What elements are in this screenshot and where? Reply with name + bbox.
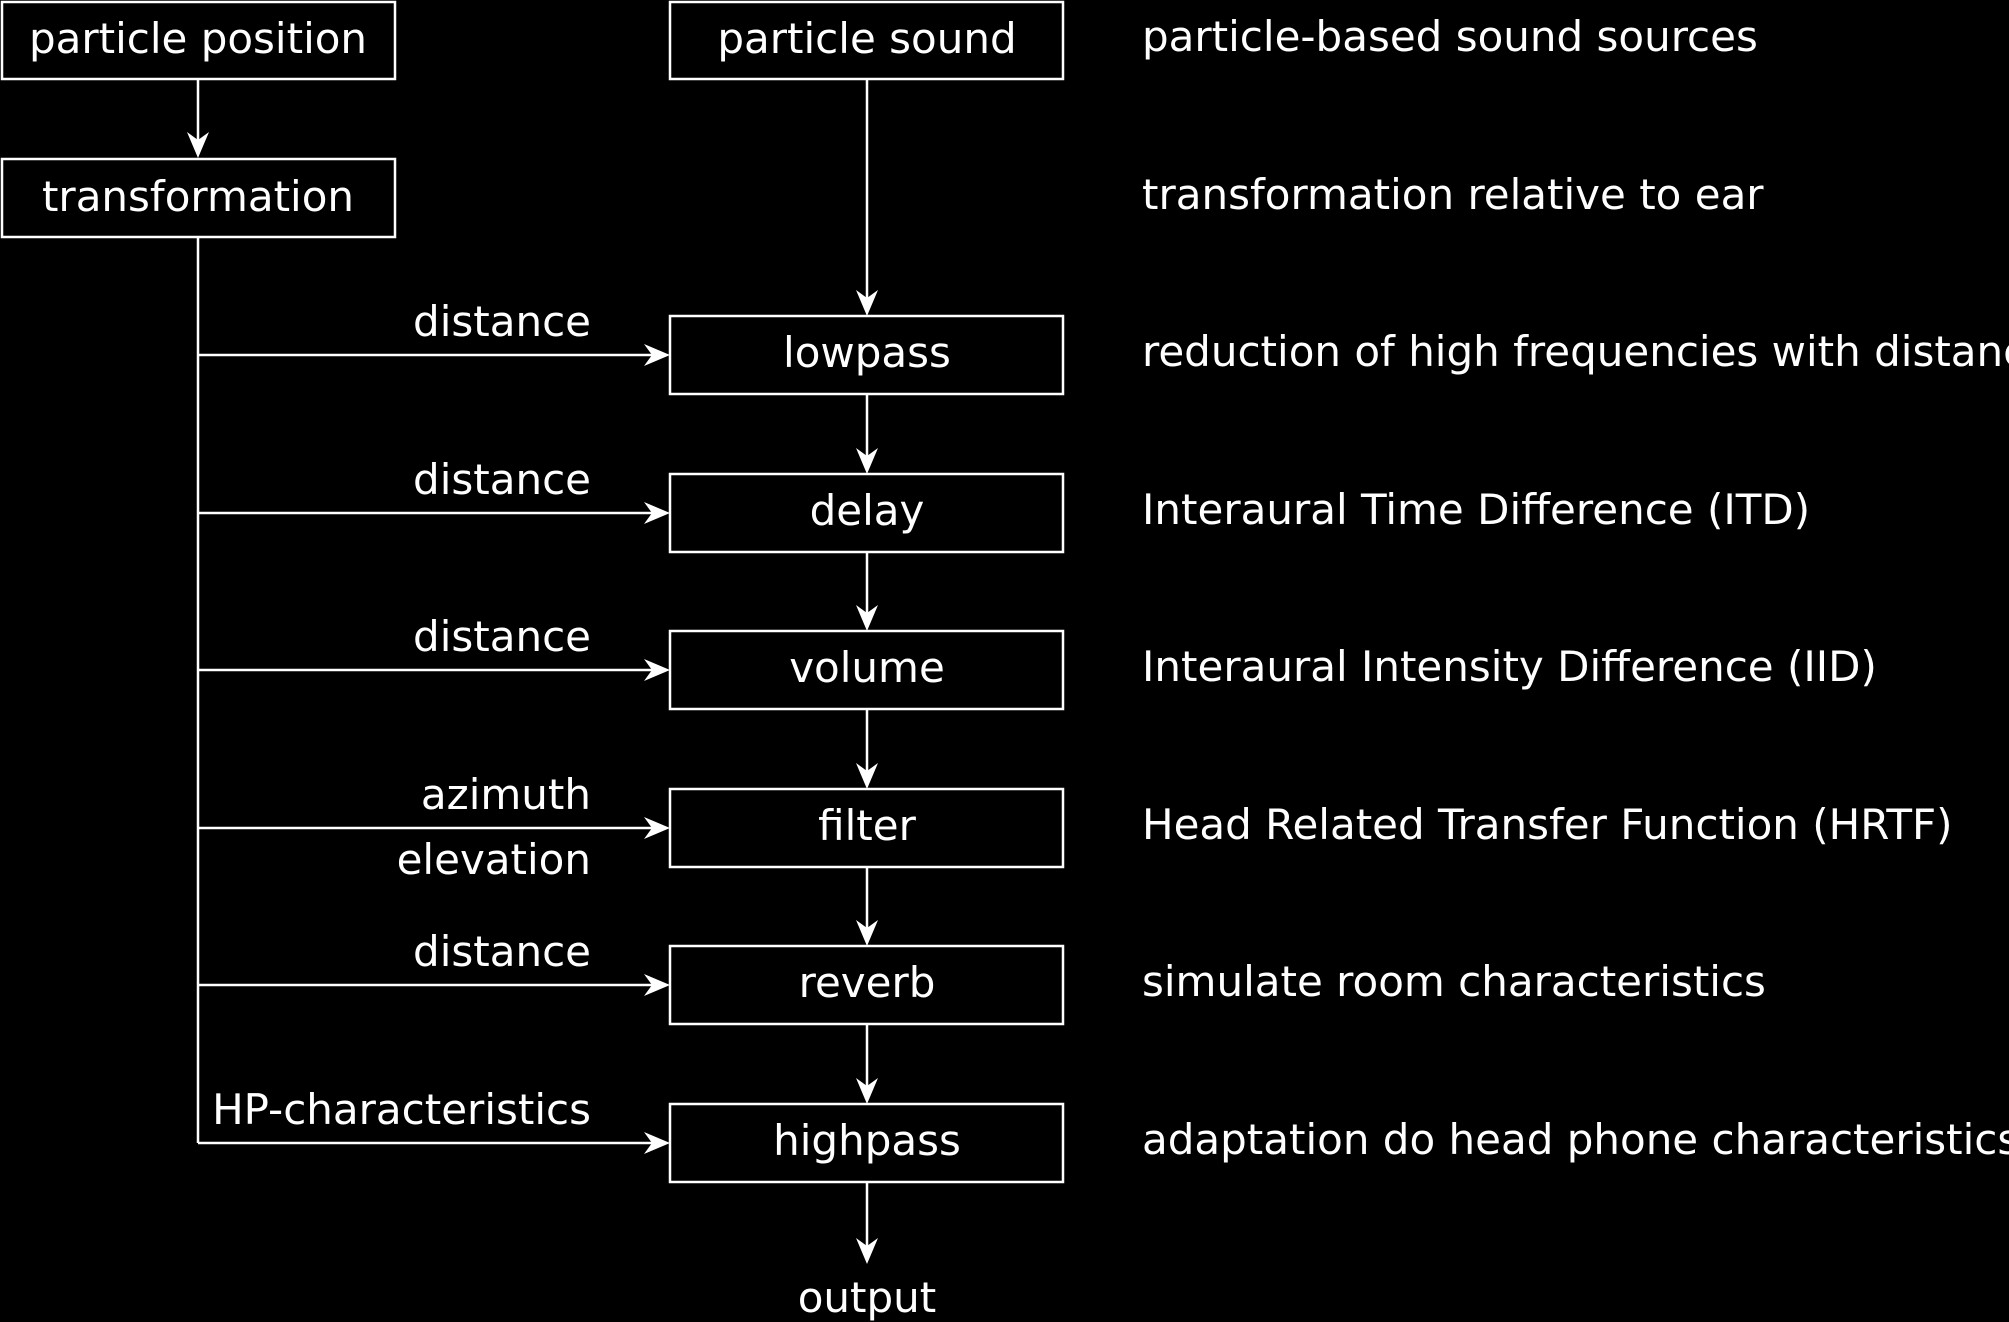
description-transformation: transformation relative to ear xyxy=(1142,170,1764,219)
filter-box xyxy=(668,787,1065,869)
reverb-feed-label: distance xyxy=(413,927,591,976)
delay-label: delay xyxy=(810,486,925,535)
description-delay: Interaural Time Difference (ITD) xyxy=(1142,485,1810,534)
volume-box xyxy=(668,629,1065,711)
description-particle-sound: particle-based sound sources xyxy=(1142,12,1758,61)
transformation-box xyxy=(0,157,397,239)
volume-to-filter-arrowhead xyxy=(856,763,878,789)
filter-to-reverb-arrowhead xyxy=(856,920,878,946)
lowpass-to-delay-arrowhead xyxy=(856,448,878,474)
volume-feed-arrowhead xyxy=(644,659,670,681)
reverb-to-highpass-arrowhead xyxy=(856,1078,878,1104)
description-highpass: adaptation do head phone characteristics xyxy=(1142,1115,2009,1164)
particle-sound-box xyxy=(668,0,1065,81)
delay-feed-arrowhead xyxy=(644,502,670,524)
particle-position-label: particle position xyxy=(29,14,367,63)
highpass-feed-label: HP-characteristics xyxy=(212,1085,591,1134)
reverb-feed-arrowhead xyxy=(644,974,670,996)
sound-to-lowpass-arrowhead xyxy=(856,290,878,316)
highpass-box xyxy=(668,1102,1065,1184)
lowpass-feed-label: distance xyxy=(413,297,591,346)
description-lowpass: reduction of high frequencies with dista… xyxy=(1142,327,2009,376)
highpass-to-output-arrowhead xyxy=(856,1238,878,1264)
volume-feed-label: distance xyxy=(413,612,591,661)
volume-label: volume xyxy=(789,643,945,692)
filter-feed-arrowhead xyxy=(644,817,670,839)
reverb-label: reverb xyxy=(799,958,936,1007)
reverb-box xyxy=(668,944,1065,1026)
lowpass-feed-arrowhead xyxy=(644,344,670,366)
filter-label: filter xyxy=(818,801,916,850)
delay-feed-label: distance xyxy=(413,455,591,504)
particle-sound-label: particle sound xyxy=(717,14,1016,63)
highpass-label: highpass xyxy=(773,1116,961,1165)
description-reverb: simulate room characteristics xyxy=(1142,957,1766,1006)
delay-to-volume-arrowhead xyxy=(856,605,878,631)
lowpass-label: lowpass xyxy=(783,328,951,377)
description-filter: Head Related Transfer Function (HRTF) xyxy=(1142,800,1953,849)
position-to-transformation-arrowhead xyxy=(187,132,209,158)
filter-feed-label-elevation: elevation xyxy=(397,835,591,884)
highpass-feed-arrowhead xyxy=(644,1132,670,1154)
output-label: output xyxy=(798,1273,937,1322)
particle-position-box xyxy=(0,0,397,81)
filter-feed-label-azimuth: azimuth xyxy=(421,770,591,819)
transformation-label: transformation xyxy=(42,172,354,221)
description-volume: Interaural Intensity Difference (IID) xyxy=(1142,642,1877,691)
lowpass-box xyxy=(668,314,1065,396)
delay-box xyxy=(668,472,1065,554)
